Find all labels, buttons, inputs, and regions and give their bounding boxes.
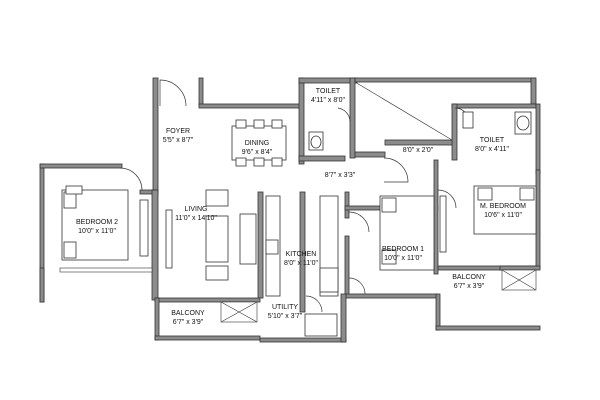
walls — [39, 77, 541, 343]
dining-name: DINING — [245, 140, 270, 147]
toilet2-dims: 8'0" x 4'11" — [475, 146, 509, 153]
toilet1-dims: 4'11" x 8'0" — [311, 97, 345, 104]
bedroom2-name: BEDROOM 2 — [76, 219, 118, 226]
bedroom2-dims: 10'0" x 11'0" — [78, 228, 116, 235]
mbedroom-name: M. BEDROOM — [480, 203, 526, 210]
foyer-dims: 5'5" x 8'7" — [163, 137, 194, 144]
kitchen-name: KITCHEN — [286, 251, 317, 258]
mbedroom-dims: 10'6" x 11'0" — [484, 212, 522, 219]
room-labels: TOILET 4'11" x 8'0" FOYER 5'5" x 8'7" DI… — [76, 88, 526, 326]
living-dims: 11'0" x 14'10" — [175, 215, 217, 222]
passage2-dims: 8'7" x 3'3" — [325, 172, 356, 179]
utility-name: UTILITY — [272, 304, 298, 311]
balcony-railings — [59, 81, 537, 323]
kitchen-dims: 8'0" x 11'0" — [284, 260, 318, 267]
foyer-name: FOYER — [166, 128, 190, 135]
living-name: LIVING — [185, 206, 208, 213]
balcony2-name: BALCONY — [452, 274, 486, 281]
toilet1-name: TOILET — [316, 88, 341, 95]
balcony1-dims: 6'7" x 3'9" — [173, 319, 204, 326]
bedroom1-name: BEDROOM 1 — [382, 246, 424, 253]
bedroom1-dims: 10'0" x 11'0" — [384, 255, 422, 262]
dining-dims: 9'6" x 8'4" — [242, 149, 273, 156]
balcony1-name: BALCONY — [171, 310, 205, 317]
toilet2-name: TOILET — [480, 137, 505, 144]
balcony2-dims: 6'7" x 3'9" — [454, 283, 485, 290]
furniture — [61, 111, 537, 337]
utility-dims: 5'10" x 3'7" — [268, 313, 303, 320]
passage1-dims: 8'0" x 2'0" — [403, 147, 434, 154]
